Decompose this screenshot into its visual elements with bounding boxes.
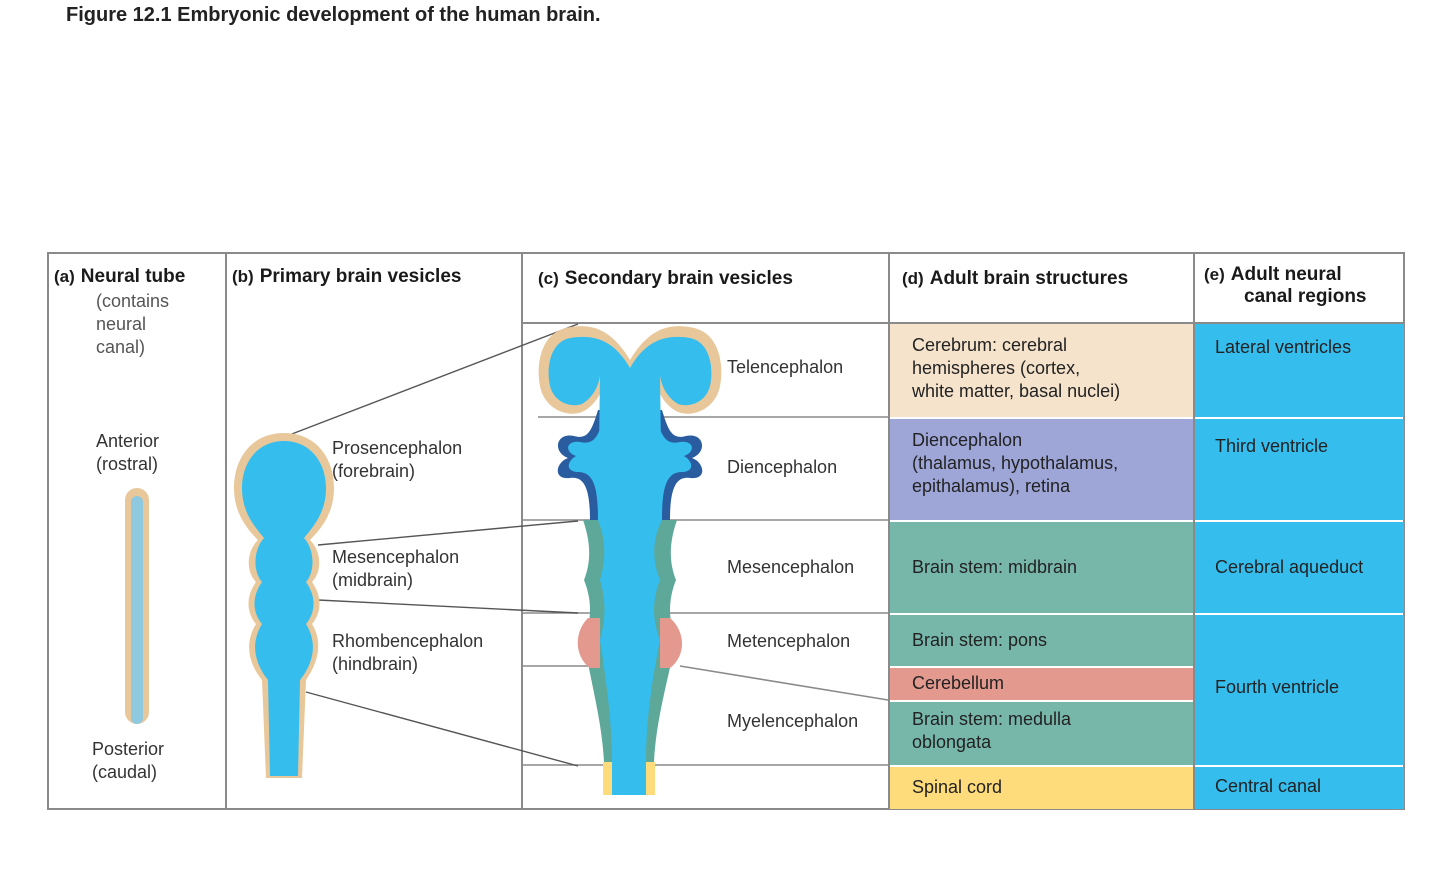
secondary-vesicle-myelencephalon: Myelencephalon (727, 711, 859, 731)
adult-structure-spinal-cord: Spinal cord (890, 767, 1193, 809)
column-header-d: (d)Adult brain structures (902, 268, 1129, 289)
vesicle-row-dividers (521, 416, 889, 766)
header-rule (521, 322, 1405, 324)
posterior-label: Posterior (caudal) (92, 739, 165, 782)
column-header-b: (b)Primary brain vesicles (232, 266, 462, 287)
neural-tube-note: (contains neural canal) (96, 291, 170, 357)
adult-structure-diencephalon: Diencephalon (thalamus, hypothalamus, ep… (890, 419, 1193, 520)
adult-structure-cerebellum: Cerebellum (890, 668, 1193, 700)
primary-vesicle-mesencephalon: Mesencephalon (midbrain) (332, 547, 460, 590)
canal-region-lateral-ventricles: Lateral ventricles (1195, 324, 1404, 417)
column-divider-de (1193, 252, 1195, 810)
canal-region-fourth-ventricle: Fourth ventricle (1195, 615, 1404, 765)
primary-vesicles-drawing (234, 433, 334, 778)
secondary-vesicle-mesencephalon: Mesencephalon (727, 557, 855, 577)
adult-structure-pons: Brain stem: pons (890, 615, 1193, 666)
canal-region-central-canal: Central canal (1195, 767, 1404, 809)
column-divider-ab (225, 252, 227, 810)
canal-region-third-ventricle: Third ventricle (1195, 419, 1404, 520)
anterior-label: Anterior (rostral) (96, 431, 160, 474)
column-header-c: (c)Secondary brain vesicles (538, 268, 793, 289)
primary-vesicle-prosencephalon: Prosencephalon (forebrain) (332, 438, 463, 481)
secondary-vesicle-metencephalon: Metencephalon (727, 631, 851, 651)
primary-vesicle-rhombencephalon: Rhombencephalon (hindbrain) (332, 631, 484, 674)
column-header-e: (e)Adult neural canal regions (1204, 264, 1367, 307)
column-header-a: (a)Neural tube (54, 266, 186, 287)
secondary-vesicles-drawing (538, 326, 722, 795)
diagram-frame (47, 252, 1405, 810)
secondary-vesicle-diencephalon: Diencephalon (727, 457, 838, 477)
vesicle-connector-lines (283, 323, 579, 767)
adult-structure-medulla: Brain stem: medulla oblongata (890, 702, 1193, 765)
figure-title: Figure 12.1 Embryonic development of the… (66, 4, 601, 26)
canal-region-cerebral-aqueduct: Cerebral aqueduct (1195, 522, 1404, 613)
column-divider-cd (888, 252, 890, 810)
adult-structure-midbrain: Brain stem: midbrain (890, 522, 1193, 613)
secondary-vesicle-telencephalon: Telencephalon (727, 357, 844, 377)
column-divider-bc (521, 252, 523, 810)
neural-tube-drawing (125, 488, 149, 724)
adult-structure-cerebrum: Cerebrum: cerebral hemispheres (cortex, … (890, 324, 1193, 417)
